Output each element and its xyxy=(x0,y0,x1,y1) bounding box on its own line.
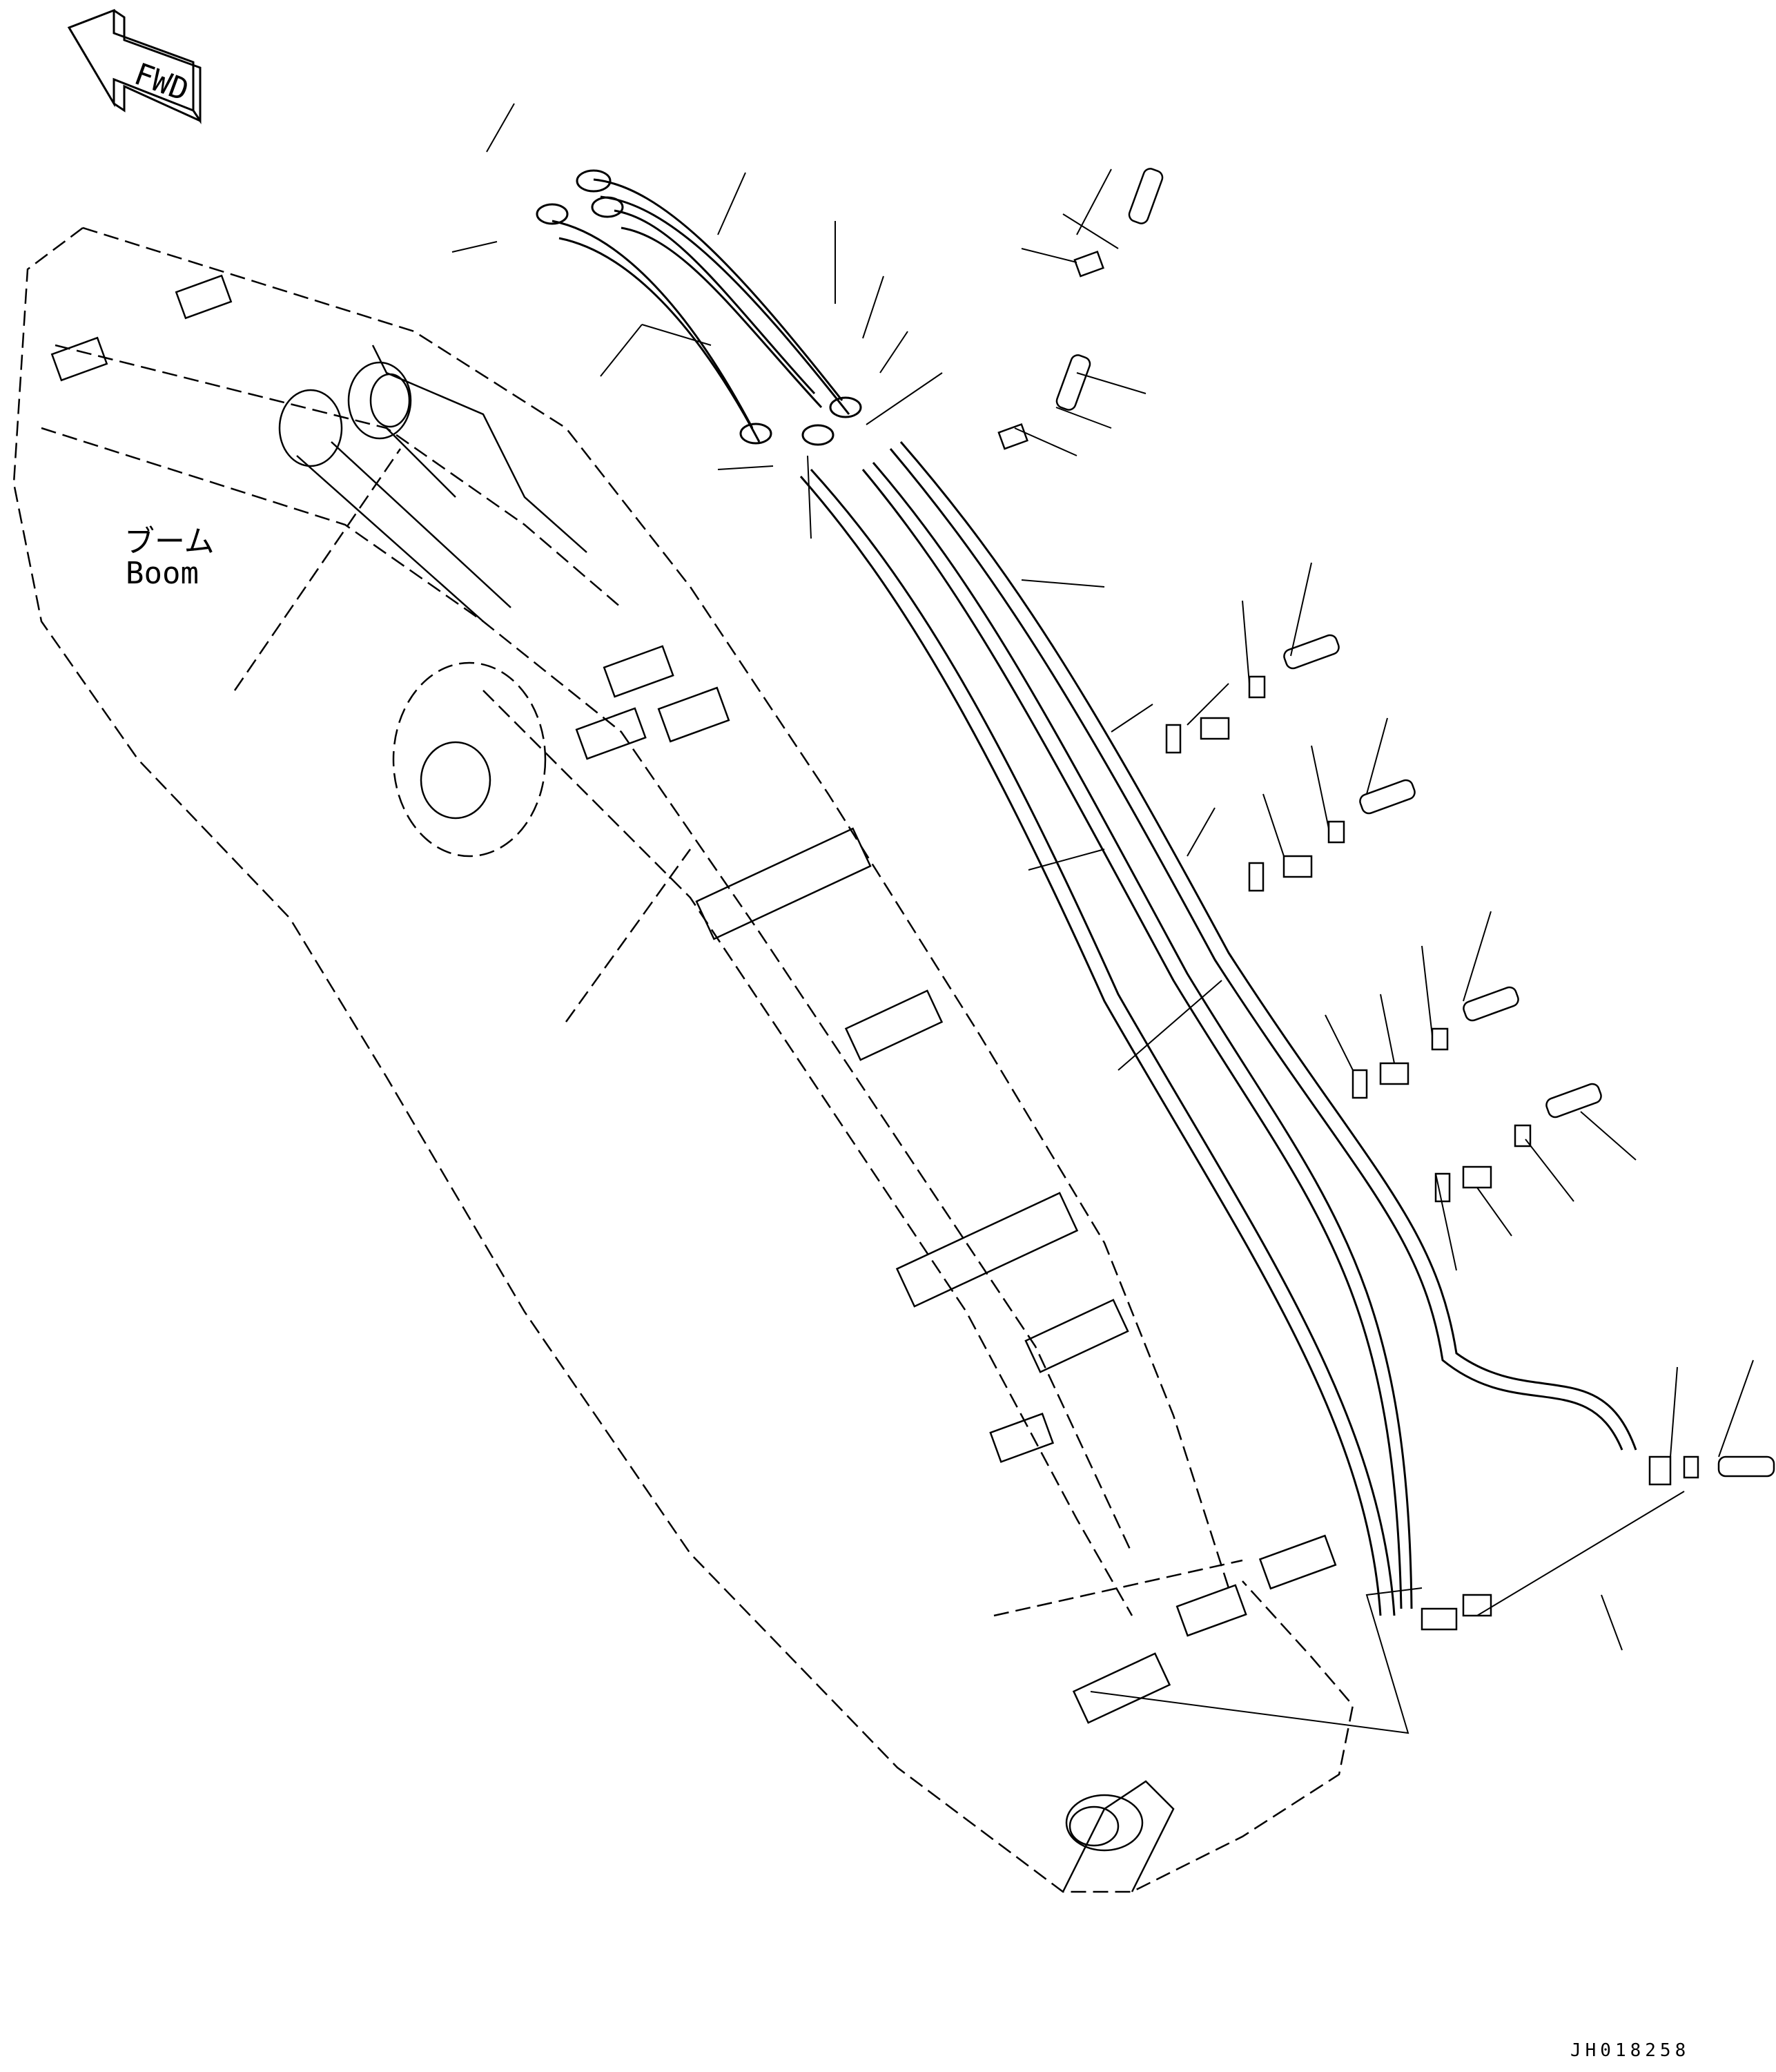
clamps-bolts xyxy=(997,168,1775,1631)
hoses xyxy=(552,178,850,443)
fwd-arrow-icon xyxy=(67,8,202,124)
boom-body-solid xyxy=(278,345,1175,1892)
leader-lines xyxy=(451,103,1754,1734)
hose-fittings xyxy=(536,169,862,446)
boom-label-jp: ブーム xyxy=(124,524,215,559)
boom-body xyxy=(12,226,1354,1893)
tubes xyxy=(799,441,1637,1616)
boom-label-en: Boom xyxy=(126,556,199,591)
drawing-number: JH018258 xyxy=(1570,2040,1690,2061)
boom-brackets xyxy=(50,274,1337,1724)
fwd-label: FWD xyxy=(130,57,193,108)
